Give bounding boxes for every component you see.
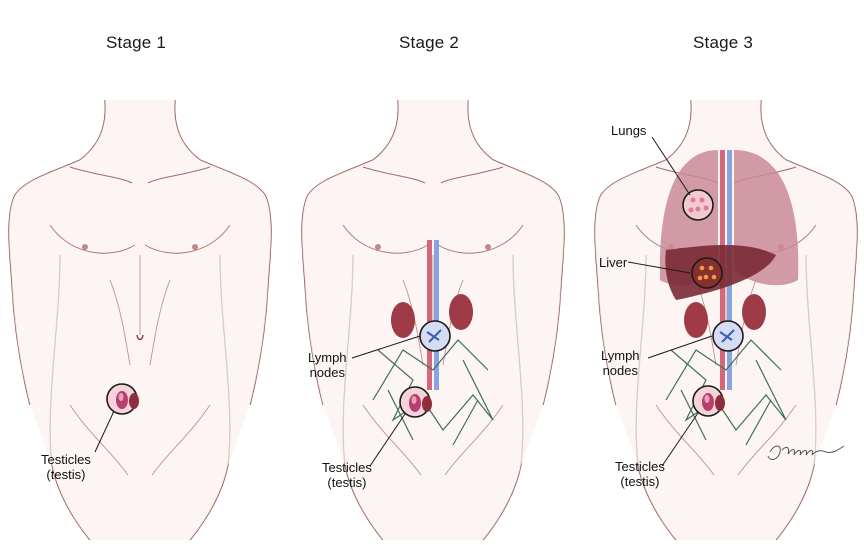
- stage-1-testicles-label: Testicles(testis): [41, 452, 91, 482]
- stage-2-lymph-leader: [351, 335, 421, 359]
- stage-3-testicles-leader: [661, 412, 699, 467]
- stage-3-testicles-label: Testicles(testis): [615, 459, 665, 489]
- stage-3-title: Stage 3: [692, 33, 753, 52]
- stage-2-testicles-leader: [369, 413, 406, 467]
- stage-3-lung-tumor: [699, 197, 705, 203]
- stage-3-chest-organs: [659, 150, 799, 300]
- stage-2-lymph-network: [372, 339, 494, 446]
- stage-3-left-kidney: [684, 302, 708, 338]
- stage-3-lung-highlight: [682, 189, 714, 221]
- stage-2-testicles-label: Testicles(testis): [322, 460, 372, 490]
- stage-2-organs: [372, 240, 494, 446]
- stage-3-right-kidney: [742, 294, 766, 330]
- stage-3-lung-tumor: [690, 197, 696, 203]
- stage-1-testicles-leader: [94, 410, 115, 453]
- stage-3-liver-tumor: [697, 275, 703, 281]
- stage-3-lymph-leader: [647, 335, 713, 359]
- stage-1-title: Stage 1: [105, 33, 166, 52]
- stage-3-lymph-node-detail: [719, 329, 735, 343]
- stage-3-lung-tumor: [703, 205, 709, 211]
- stage-3-liver-tumor: [703, 274, 709, 280]
- stage-3-liver-tumor: [708, 265, 714, 271]
- stage-3-lung-tumor: [688, 207, 694, 213]
- stage-3-liver-leader: [627, 261, 691, 274]
- stage-2-aorta: [427, 240, 432, 390]
- stage-3-liver-tumor: [699, 265, 705, 271]
- stage-2-lymph-node-detail: [426, 329, 442, 343]
- stage-3-liver-highlight: [691, 257, 723, 289]
- artist-signature: [767, 445, 845, 460]
- stage-2-right-kidney: [449, 294, 473, 330]
- stage-2-left-kidney: [391, 302, 415, 338]
- stage-3-lung-tumor: [695, 206, 701, 212]
- stage-3-lungs-label: Lungs: [611, 123, 647, 138]
- stage-2-title: Stage 2: [398, 33, 459, 52]
- stage-3-lungs-leader: [651, 136, 691, 196]
- stage-3-liver-tumor: [711, 274, 717, 280]
- stage-2-vena-cava: [434, 240, 439, 390]
- stage-3-liver-label: Liver: [599, 255, 628, 270]
- stage-3-lymph-network: [665, 339, 787, 446]
